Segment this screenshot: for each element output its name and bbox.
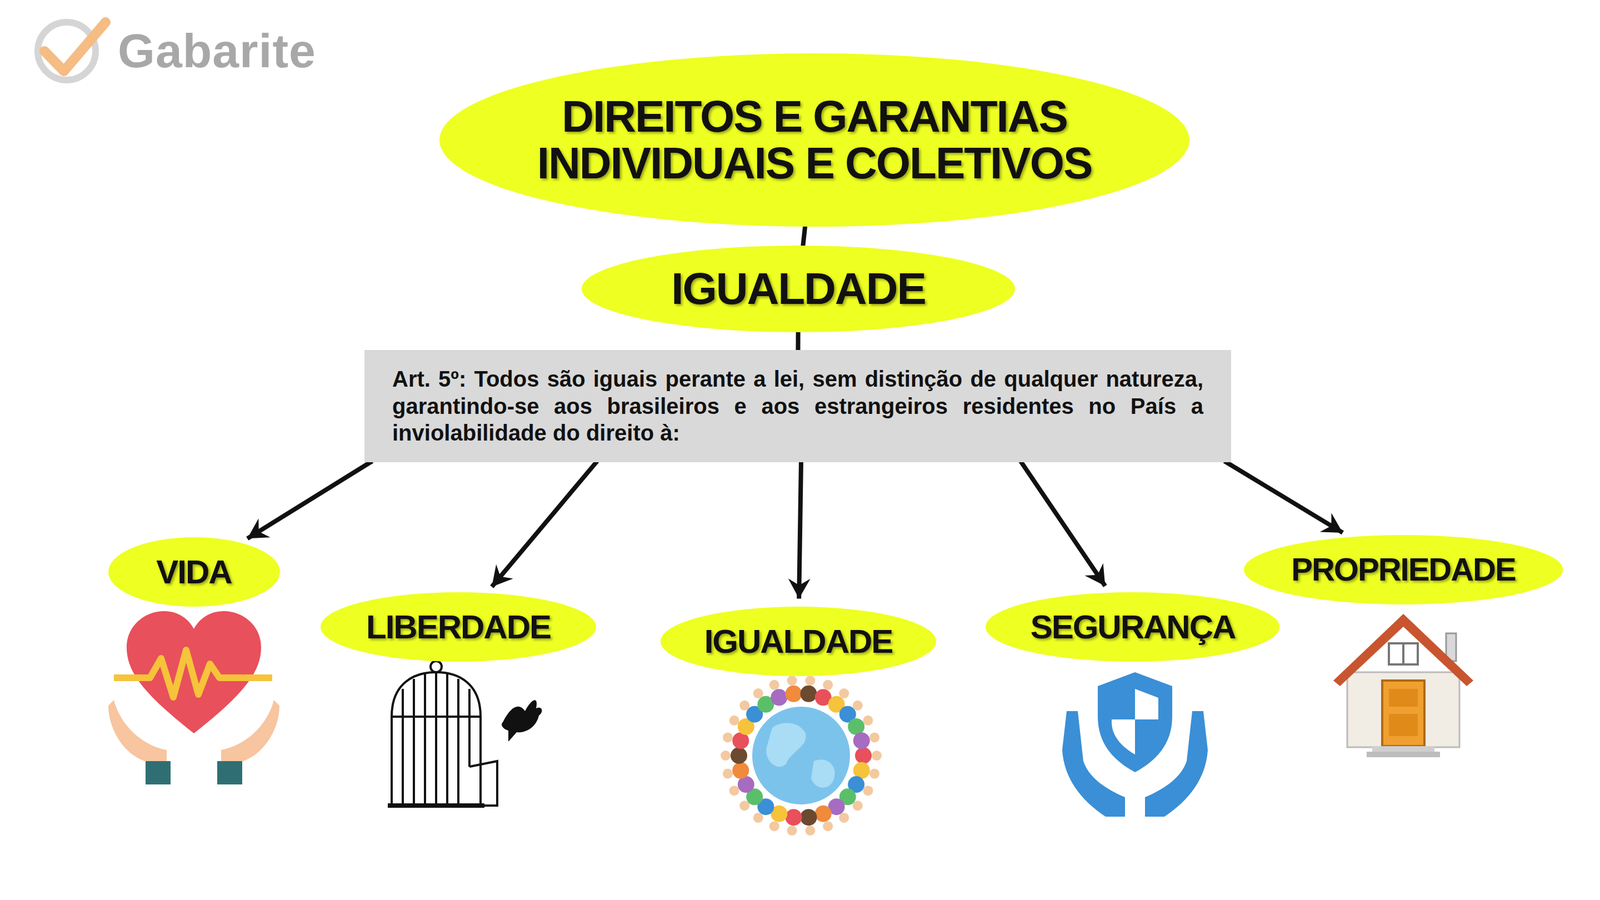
person-head	[787, 825, 798, 836]
node-label: LIBERDADE	[366, 609, 551, 645]
person-head	[862, 715, 873, 726]
person-head	[739, 700, 750, 711]
person-head	[862, 785, 873, 796]
title-text: DIREITOS E GARANTIAS INDIVIDUAIS E COLET…	[536, 93, 1093, 187]
person-head	[753, 812, 764, 823]
title-ellipse: DIREITOS E GARANTIAS INDIVIDUAIS E COLET…	[439, 53, 1190, 227]
person-head	[739, 800, 750, 811]
arrow-connector	[1020, 461, 1105, 587]
person-dot	[800, 808, 818, 826]
person-head	[729, 785, 740, 796]
person-head	[852, 700, 863, 711]
person-head	[722, 768, 733, 779]
right-ellipse: LIBERDADE	[320, 592, 597, 662]
person-dot	[785, 685, 802, 703]
article-box: Art. 5º: Todos são iguais perante a lei,…	[364, 350, 1232, 463]
person-head	[838, 688, 849, 699]
person-dot	[785, 808, 802, 826]
person-head	[769, 680, 780, 690]
connector-line	[802, 225, 805, 247]
right-ellipse: IGUALDADE	[660, 606, 937, 677]
person-dot	[770, 688, 788, 706]
person-head	[838, 812, 849, 823]
topic-ellipse: IGUALDADE	[581, 245, 1015, 333]
person-head	[805, 675, 815, 686]
person-dot	[855, 747, 872, 764]
person-dot	[853, 732, 870, 749]
article-text: Art. 5º: Todos são iguais perante a lei,…	[392, 365, 1204, 447]
person-dot	[815, 805, 832, 823]
arrow-connector	[1224, 461, 1343, 533]
person-head	[822, 680, 833, 690]
watermark: Gabarite	[117, 23, 317, 79]
person-head	[787, 675, 798, 686]
watermark-icon	[37, 22, 106, 80]
person-head	[822, 821, 833, 832]
person-head	[729, 715, 740, 726]
arrow-connector	[798, 461, 802, 599]
person-head	[753, 688, 764, 699]
node-label: VIDA	[156, 554, 232, 590]
node-label: IGUALDADE	[671, 265, 926, 313]
arrow-connector	[247, 461, 373, 539]
arrow-connector	[491, 461, 598, 587]
node-label: IGUALDADE	[704, 623, 893, 659]
property-icon	[1333, 613, 1474, 758]
life-icon	[108, 611, 280, 785]
person-dot	[800, 685, 818, 703]
person-head	[871, 750, 882, 761]
node-label: SEGURANÇA	[1030, 609, 1236, 645]
security-icon	[1062, 672, 1208, 817]
right-ellipse: SEGURANÇA	[985, 592, 1280, 662]
node-label: PROPRIEDADE	[1291, 552, 1515, 587]
connector-line	[795, 331, 800, 352]
liberty-icon	[387, 661, 542, 806]
person-head	[722, 732, 733, 743]
person-head	[869, 732, 880, 743]
right-ellipse: PROPRIEDADE	[1243, 535, 1563, 605]
person-head	[852, 800, 863, 811]
person-head	[805, 825, 815, 836]
person-head	[769, 821, 780, 832]
person-dot	[732, 762, 749, 779]
person-head	[720, 750, 731, 761]
person-dot	[730, 747, 748, 764]
person-head	[869, 768, 880, 779]
right-ellipse: VIDA	[108, 537, 280, 607]
equality-icon	[720, 675, 882, 836]
